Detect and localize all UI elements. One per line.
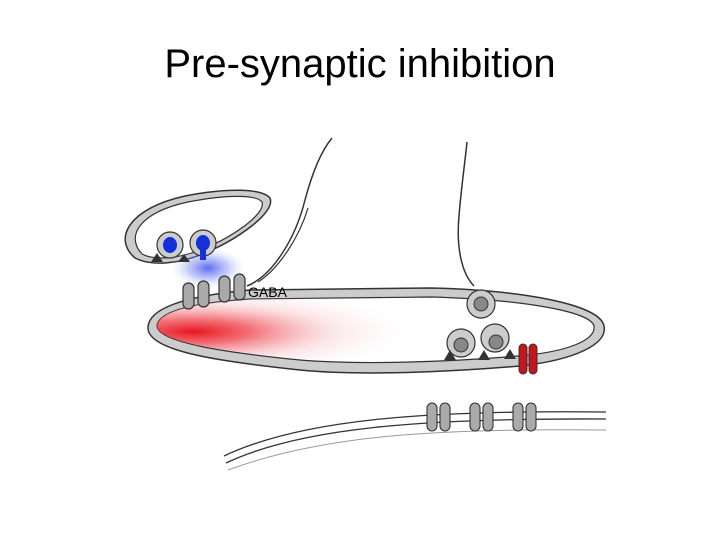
release-site (444, 349, 516, 360)
postsynaptic-receptor (469, 402, 494, 432)
gaba-receptor (182, 280, 210, 310)
inhibitory-vesicle (189, 229, 217, 260)
calcium-channel (518, 343, 538, 375)
gaba-label: GABA (248, 284, 288, 300)
postsynaptic-receptor (512, 402, 537, 432)
vesicle (466, 289, 496, 319)
postsynaptic-membrane (223, 411, 607, 471)
gaba-receptor (218, 273, 246, 303)
release-site (151, 253, 190, 262)
vesicle (480, 323, 510, 353)
vesicle (446, 328, 476, 358)
postsynaptic-receptor (426, 402, 451, 432)
slide-title: Pre-synaptic inhibition (164, 42, 556, 86)
gaba-gradient (157, 297, 462, 360)
inhibitory-vesicle (156, 231, 184, 259)
